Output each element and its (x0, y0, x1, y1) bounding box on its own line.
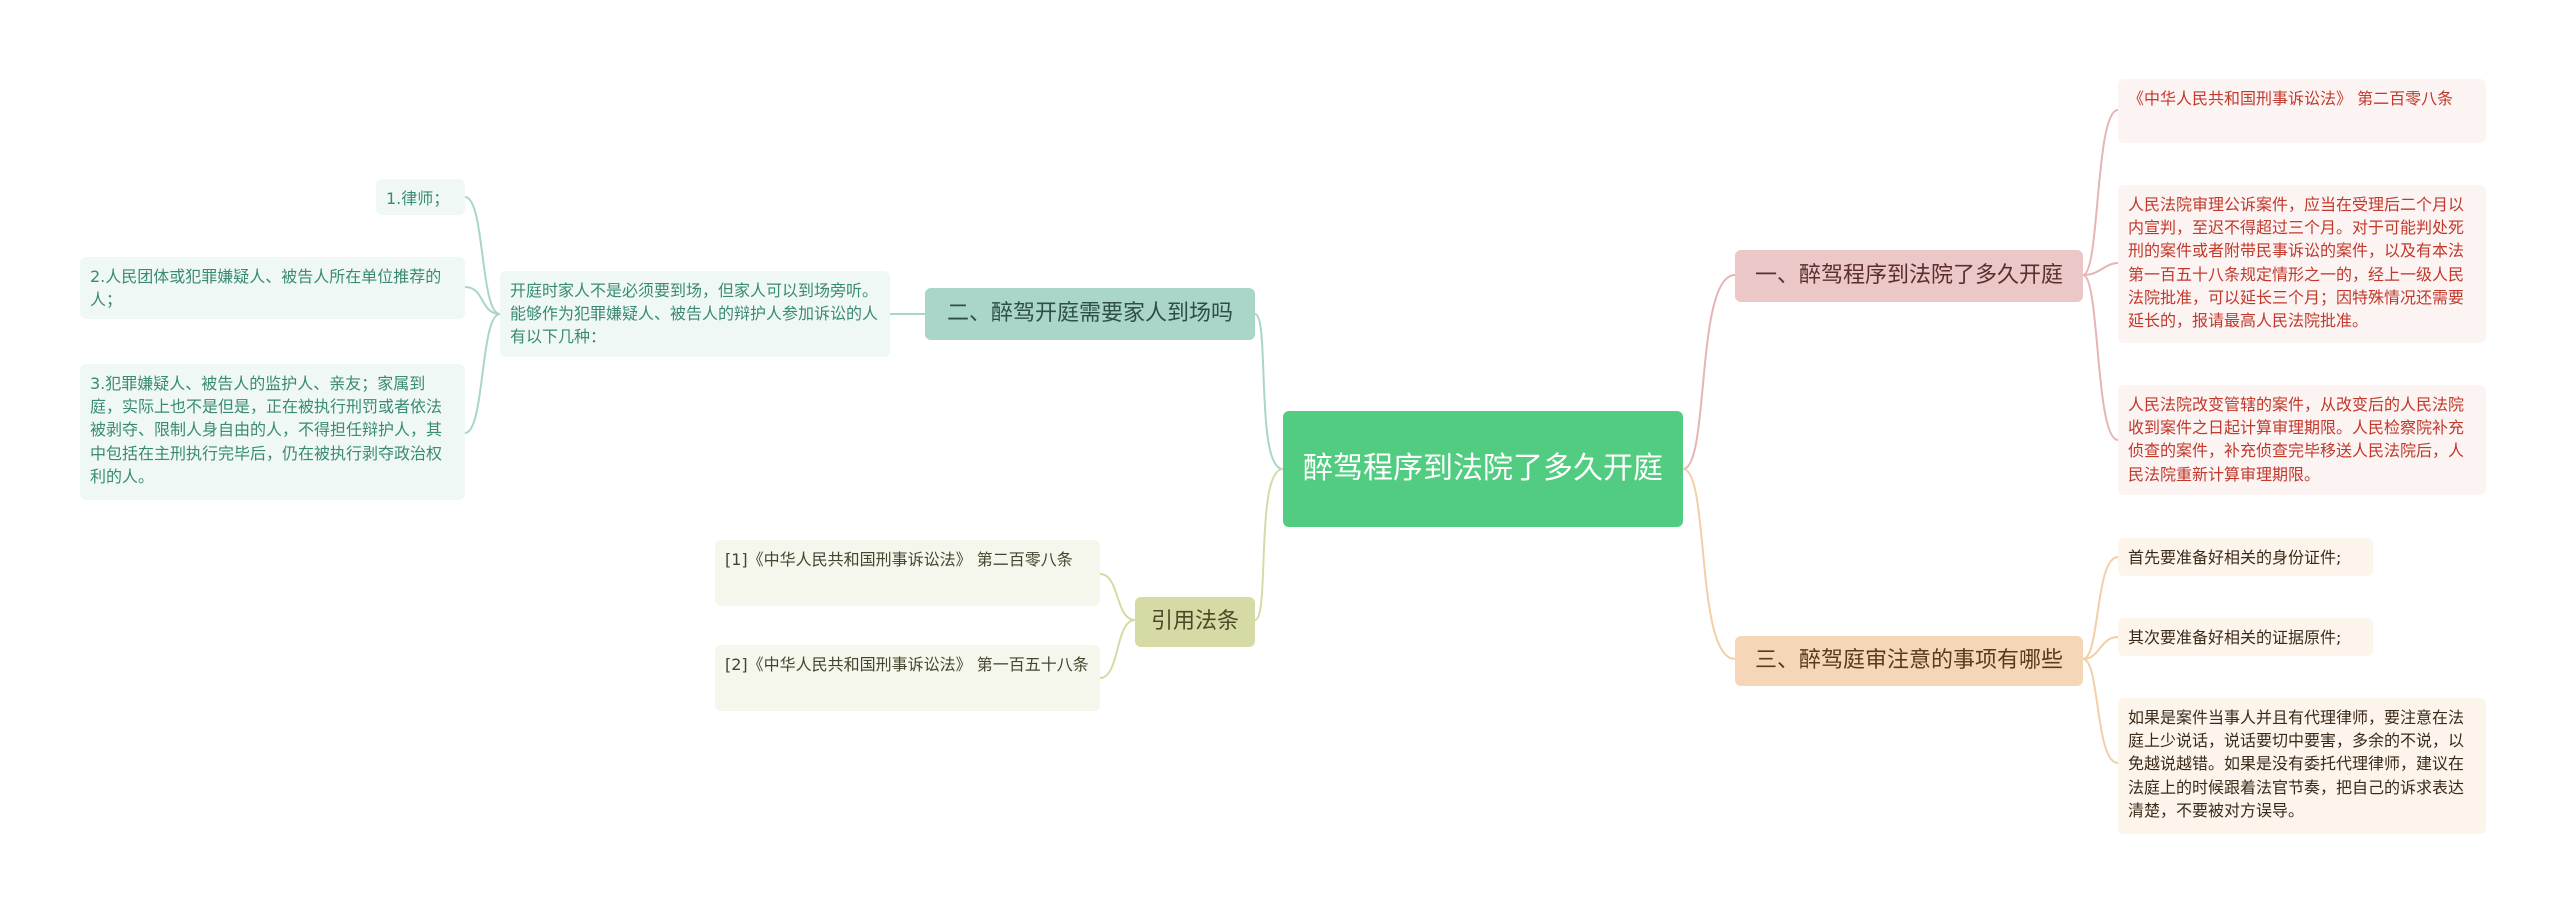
leaf-evidence-originals-text: 其次要准备好相关的证据原件; (2128, 628, 2342, 647)
link-root-b3 (1682, 468, 1736, 660)
link-root-b1 (1682, 274, 1736, 470)
leaf-guardian-relatives-text: 3.犯罪嫌疑人、被告人的监护人、亲友；家属到庭，实际上也不是但是，正在被执行刑罚… (90, 374, 443, 486)
leaf-citation-2[interactable]: [2]《中华人民共和国刑事诉讼法》 第一百五十八条 (715, 645, 1100, 711)
leaf-courtroom-advice[interactable]: 如果是案件当事人并且有代理律师，要注意在法庭上少说话，说话要切中要害，多余的不说… (2118, 698, 2486, 834)
leaf-id-documents-text: 首先要准备好相关的身份证件; (2128, 548, 2342, 567)
leaf-recommended-person-text: 2.人民团体或犯罪嫌疑人、被告人所在单位推荐的人； (90, 267, 442, 310)
root-topic[interactable]: 醉驾程序到法院了多久开庭 (1283, 411, 1683, 527)
link-mid-leaf2 (464, 286, 501, 315)
branch-cited-laws-label: 引用法条 (1150, 609, 1239, 635)
link-root-b4 (1254, 468, 1284, 621)
branch-trial-notes[interactable]: 三、醉驾庭审注意的事项有哪些 (1735, 636, 2083, 686)
branch-cited-laws[interactable]: 引用法条 (1135, 597, 1255, 647)
leaf-guardian-relatives[interactable]: 3.犯罪嫌疑人、被告人的监护人、亲友；家属到庭，实际上也不是但是，正在被执行刑罚… (80, 364, 465, 500)
link-b4-leaf2 (1099, 619, 1136, 679)
leaf-evidence-originals[interactable]: 其次要准备好相关的证据原件; (2118, 618, 2373, 656)
link-b3-leaf3 (2082, 658, 2119, 764)
leaf-citation-1-text: [1]《中华人民共和国刑事诉讼法》 第二百零八条 (725, 550, 1073, 569)
link-b1-leaf1 (2082, 109, 2119, 276)
root-topic-label: 醉驾程序到法院了多久开庭 (1303, 451, 1663, 487)
leaf-recommended-person[interactable]: 2.人民团体或犯罪嫌疑人、被告人所在单位推荐的人； (80, 257, 465, 319)
leaf-law-article-208[interactable]: 《中华人民共和国刑事诉讼法》 第二百零八条 (2118, 79, 2486, 143)
leaf-id-documents[interactable]: 首先要准备好相关的身份证件; (2118, 538, 2373, 576)
leaf-citation-2-text: [2]《中华人民共和国刑事诉讼法》 第一百五十八条 (725, 655, 1089, 674)
leaf-courtroom-advice-text: 如果是案件当事人并且有代理律师，要注意在法庭上少说话，说话要切中要害，多余的不说… (2128, 708, 2465, 820)
leaf-jurisdiction-change[interactable]: 人民法院改变管辖的案件，从改变后的人民法院收到案件之日起计算审理期限。人民检察院… (2118, 385, 2486, 495)
link-b1-leaf3 (2082, 274, 2119, 441)
branch-family-attendance-label: 二、醉驾开庭需要家人到场吗 (946, 301, 1233, 327)
link-mid-leaf1 (464, 196, 501, 315)
link-b4-leaf1 (1099, 573, 1136, 621)
link-root-b2 (1254, 313, 1284, 470)
family-attendance-summary[interactable]: 开庭时家人不是必须要到场，但家人可以到场旁听。能够作为犯罪嫌疑人、被告人的辩护人… (500, 271, 890, 357)
leaf-trial-period-rule[interactable]: 人民法院审理公诉案件，应当在受理后二个月以内宣判，至迟不得超过三个月。对于可能判… (2118, 185, 2486, 343)
leaf-law-article-208-text: 《中华人民共和国刑事诉讼法》 第二百零八条 (2128, 89, 2454, 108)
branch-family-attendance[interactable]: 二、醉驾开庭需要家人到场吗 (925, 288, 1255, 340)
link-b3-leaf1 (2082, 556, 2119, 660)
leaf-lawyer-text: 1.律师； (386, 189, 450, 208)
link-b3-leaf2 (2082, 636, 2119, 660)
leaf-jurisdiction-change-text: 人民法院改变管辖的案件，从改变后的人民法院收到案件之日起计算审理期限。人民检察院… (2128, 395, 2465, 484)
branch-trial-notes-label: 三、醉驾庭审注意的事项有哪些 (1754, 648, 2063, 674)
link-mid-leaf3 (464, 313, 501, 434)
branch-trial-timing-label: 一、醉驾程序到法院了多久开庭 (1754, 263, 2063, 289)
leaf-lawyer[interactable]: 1.律师； (376, 179, 465, 215)
leaf-trial-period-rule-text: 人民法院审理公诉案件，应当在受理后二个月以内宣判，至迟不得超过三个月。对于可能判… (2128, 195, 2465, 330)
link-b1-leaf2 (2082, 262, 2119, 276)
leaf-citation-1[interactable]: [1]《中华人民共和国刑事诉讼法》 第二百零八条 (715, 540, 1100, 606)
branch-trial-timing[interactable]: 一、醉驾程序到法院了多久开庭 (1735, 250, 2083, 302)
family-attendance-summary-text: 开庭时家人不是必须要到场，但家人可以到场旁听。能够作为犯罪嫌疑人、被告人的辩护人… (510, 281, 879, 347)
